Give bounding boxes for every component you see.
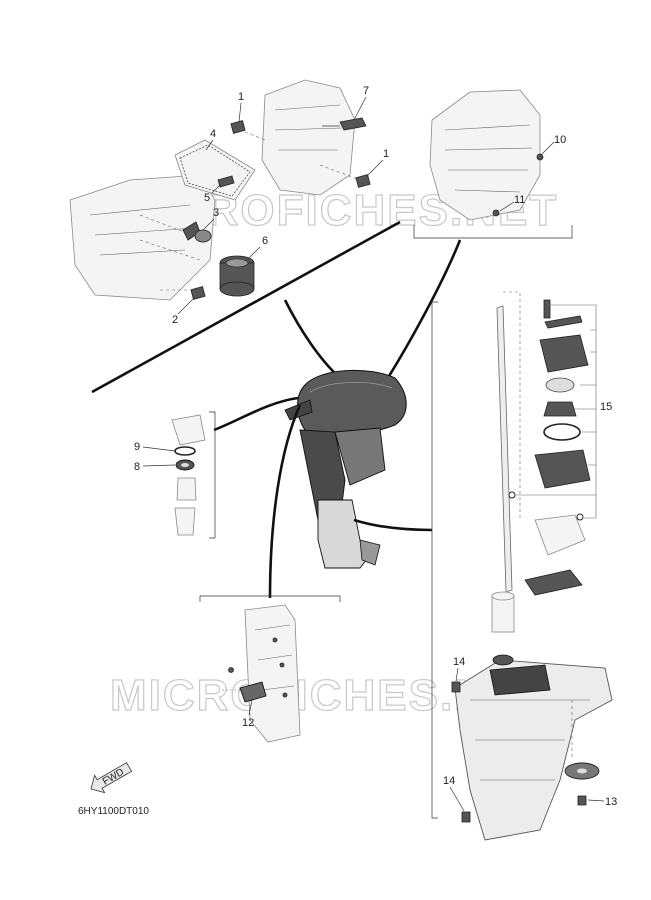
group-line-left [91,220,401,394]
clamp-bracket-group [222,604,301,743]
callout-11: 11 [514,194,525,206]
callout-9: 9 [134,441,140,453]
callout-labels: 1 1 2 3 4 5 6 7 8 9 10 11 12 13 14 14 15 [134,85,617,812]
callout-8: 8 [134,461,140,473]
powerhead-group-left [69,79,371,301]
callout-4: 4 [210,128,216,140]
water-pump-lower-unit-group [451,291,613,841]
callout-1-top: 1 [238,91,244,103]
callout-14-bottom: 14 [443,775,455,787]
callout-2: 2 [172,314,178,326]
powerhead-group-right [429,89,544,221]
callout-5: 5 [204,192,210,204]
outboard-motor [284,369,407,569]
callout-3: 3 [213,207,219,219]
callout-13: 13 [605,796,617,808]
callout-14-top: 14 [453,656,465,668]
thermo-switch [182,221,212,243]
oil-filter [219,255,255,297]
callout-10: 10 [554,134,566,146]
fwd-label: FWD [101,767,126,788]
water-tube-group [171,414,206,536]
callout-15: 15 [600,401,612,413]
callout-7: 7 [363,85,369,97]
callout-12: 12 [242,717,254,729]
diagram-reference-code: 6HY1100DT010 [78,806,149,817]
callout-1-right: 1 [383,148,389,160]
callout-6: 6 [262,235,268,247]
fwd-arrow: FWD [90,762,133,794]
